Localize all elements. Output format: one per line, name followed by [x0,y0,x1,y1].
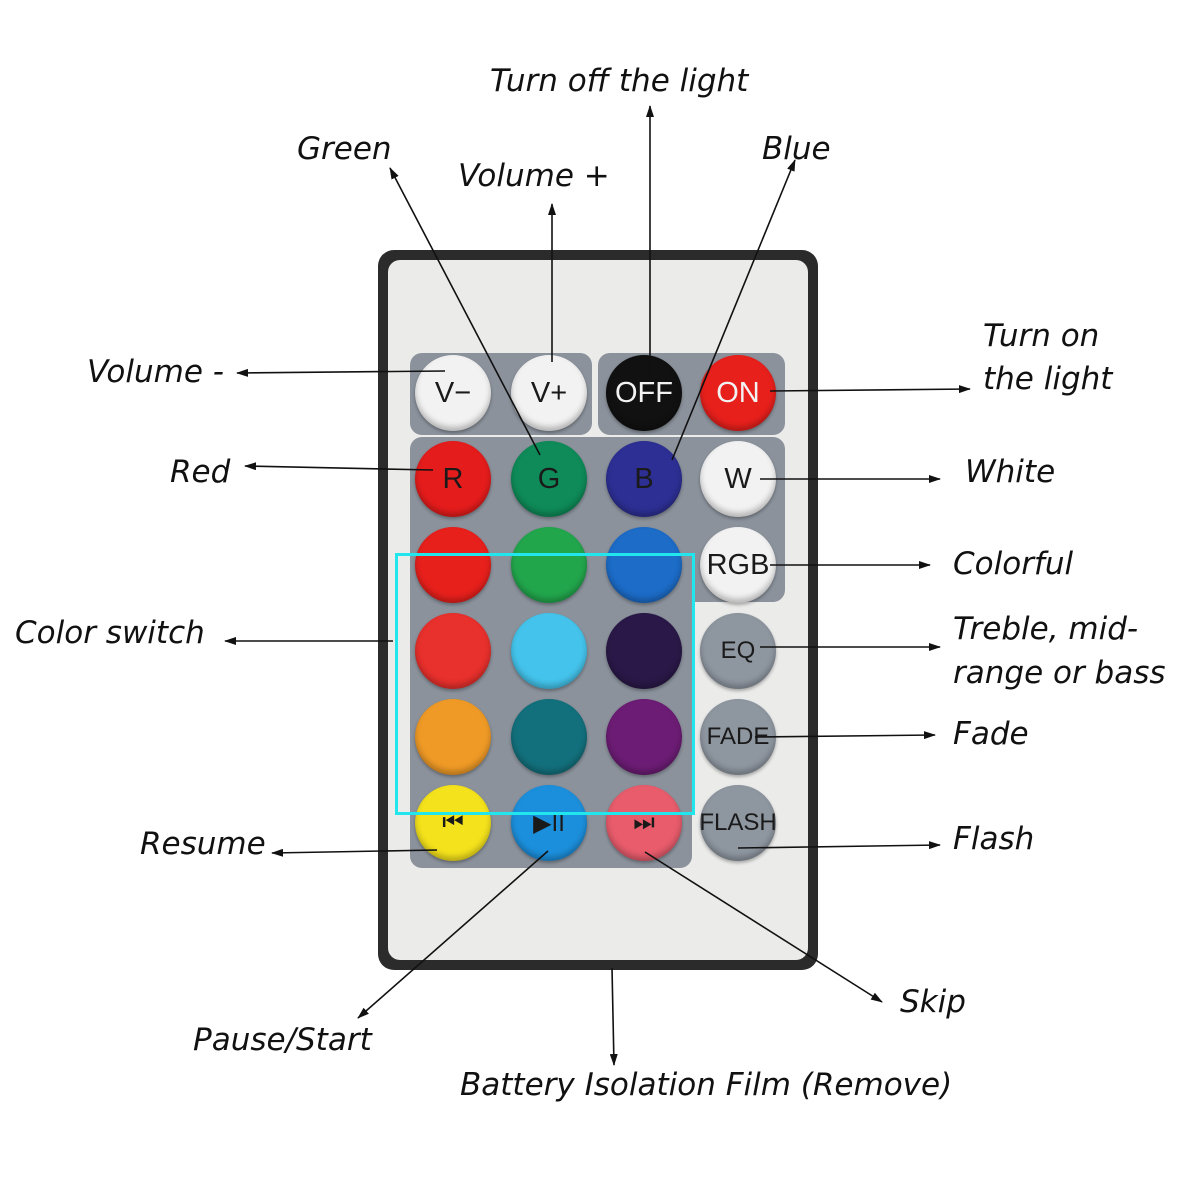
label-turn-on-2: the light [983,361,1113,397]
label-skip: Skip [900,984,966,1020]
label-treble-2: range or bass [953,655,1166,691]
label-volume-plus: Volume + [458,158,610,194]
red-button[interactable]: R [415,441,491,517]
blue-button[interactable]: B [606,441,682,517]
label-red: Red [170,454,231,490]
color-button[interactable] [511,613,587,689]
arrow-skip [644,851,883,1003]
on-button[interactable]: ON [700,355,776,431]
label-pause-start: Pause/Start [193,1022,372,1058]
label-volume-minus: Volume - [87,354,224,390]
arrow-resume [271,848,438,857]
label-battery: Battery Isolation Film (Remove) [460,1067,953,1103]
label-white: White [965,454,1056,490]
label-color-switch: Color switch [15,615,205,651]
color-button[interactable] [606,613,682,689]
skip-button[interactable]: ⏭ [606,785,682,861]
color-button[interactable] [415,613,491,689]
label-treble-1: Treble, mid- [953,611,1139,647]
arrow-green [389,167,541,456]
label-resume: Resume [140,826,266,862]
color-button[interactable] [415,527,491,603]
pause-start-button[interactable]: ▶II [511,785,587,861]
label-flash: Flash [953,821,1035,857]
off-button[interactable]: OFF [606,355,682,431]
arrow-flash [737,841,941,850]
color-button[interactable] [415,699,491,775]
arrow-blue [671,159,796,461]
color-switch-highlight [395,553,695,815]
color-button[interactable] [511,527,587,603]
label-fade: Fade [953,716,1029,752]
color-button[interactable] [511,699,587,775]
resume-button[interactable]: ⏮ [415,785,491,861]
label-turn-on-1: Turn on [983,318,1100,354]
arrow-volume-minus [236,368,446,377]
label-green: Green [297,131,392,167]
label-blue: Blue [762,131,831,167]
label-turn-off: Turn off the light [490,63,749,99]
arrow-pause-start [357,850,549,1019]
rgb-button[interactable]: RGB [700,527,776,603]
volume-down-button[interactable]: V− [415,355,491,431]
eq-button[interactable]: EQ [700,613,776,689]
arrow-fade [754,731,936,740]
arrow-turn-on [769,385,971,394]
volume-up-button[interactable]: V+ [511,355,587,431]
label-colorful: Colorful [953,546,1074,582]
arrow-battery [609,967,618,1066]
color-button[interactable] [606,699,682,775]
arrow-red [244,462,434,471]
green-button[interactable]: G [511,441,587,517]
color-button[interactable] [606,527,682,603]
